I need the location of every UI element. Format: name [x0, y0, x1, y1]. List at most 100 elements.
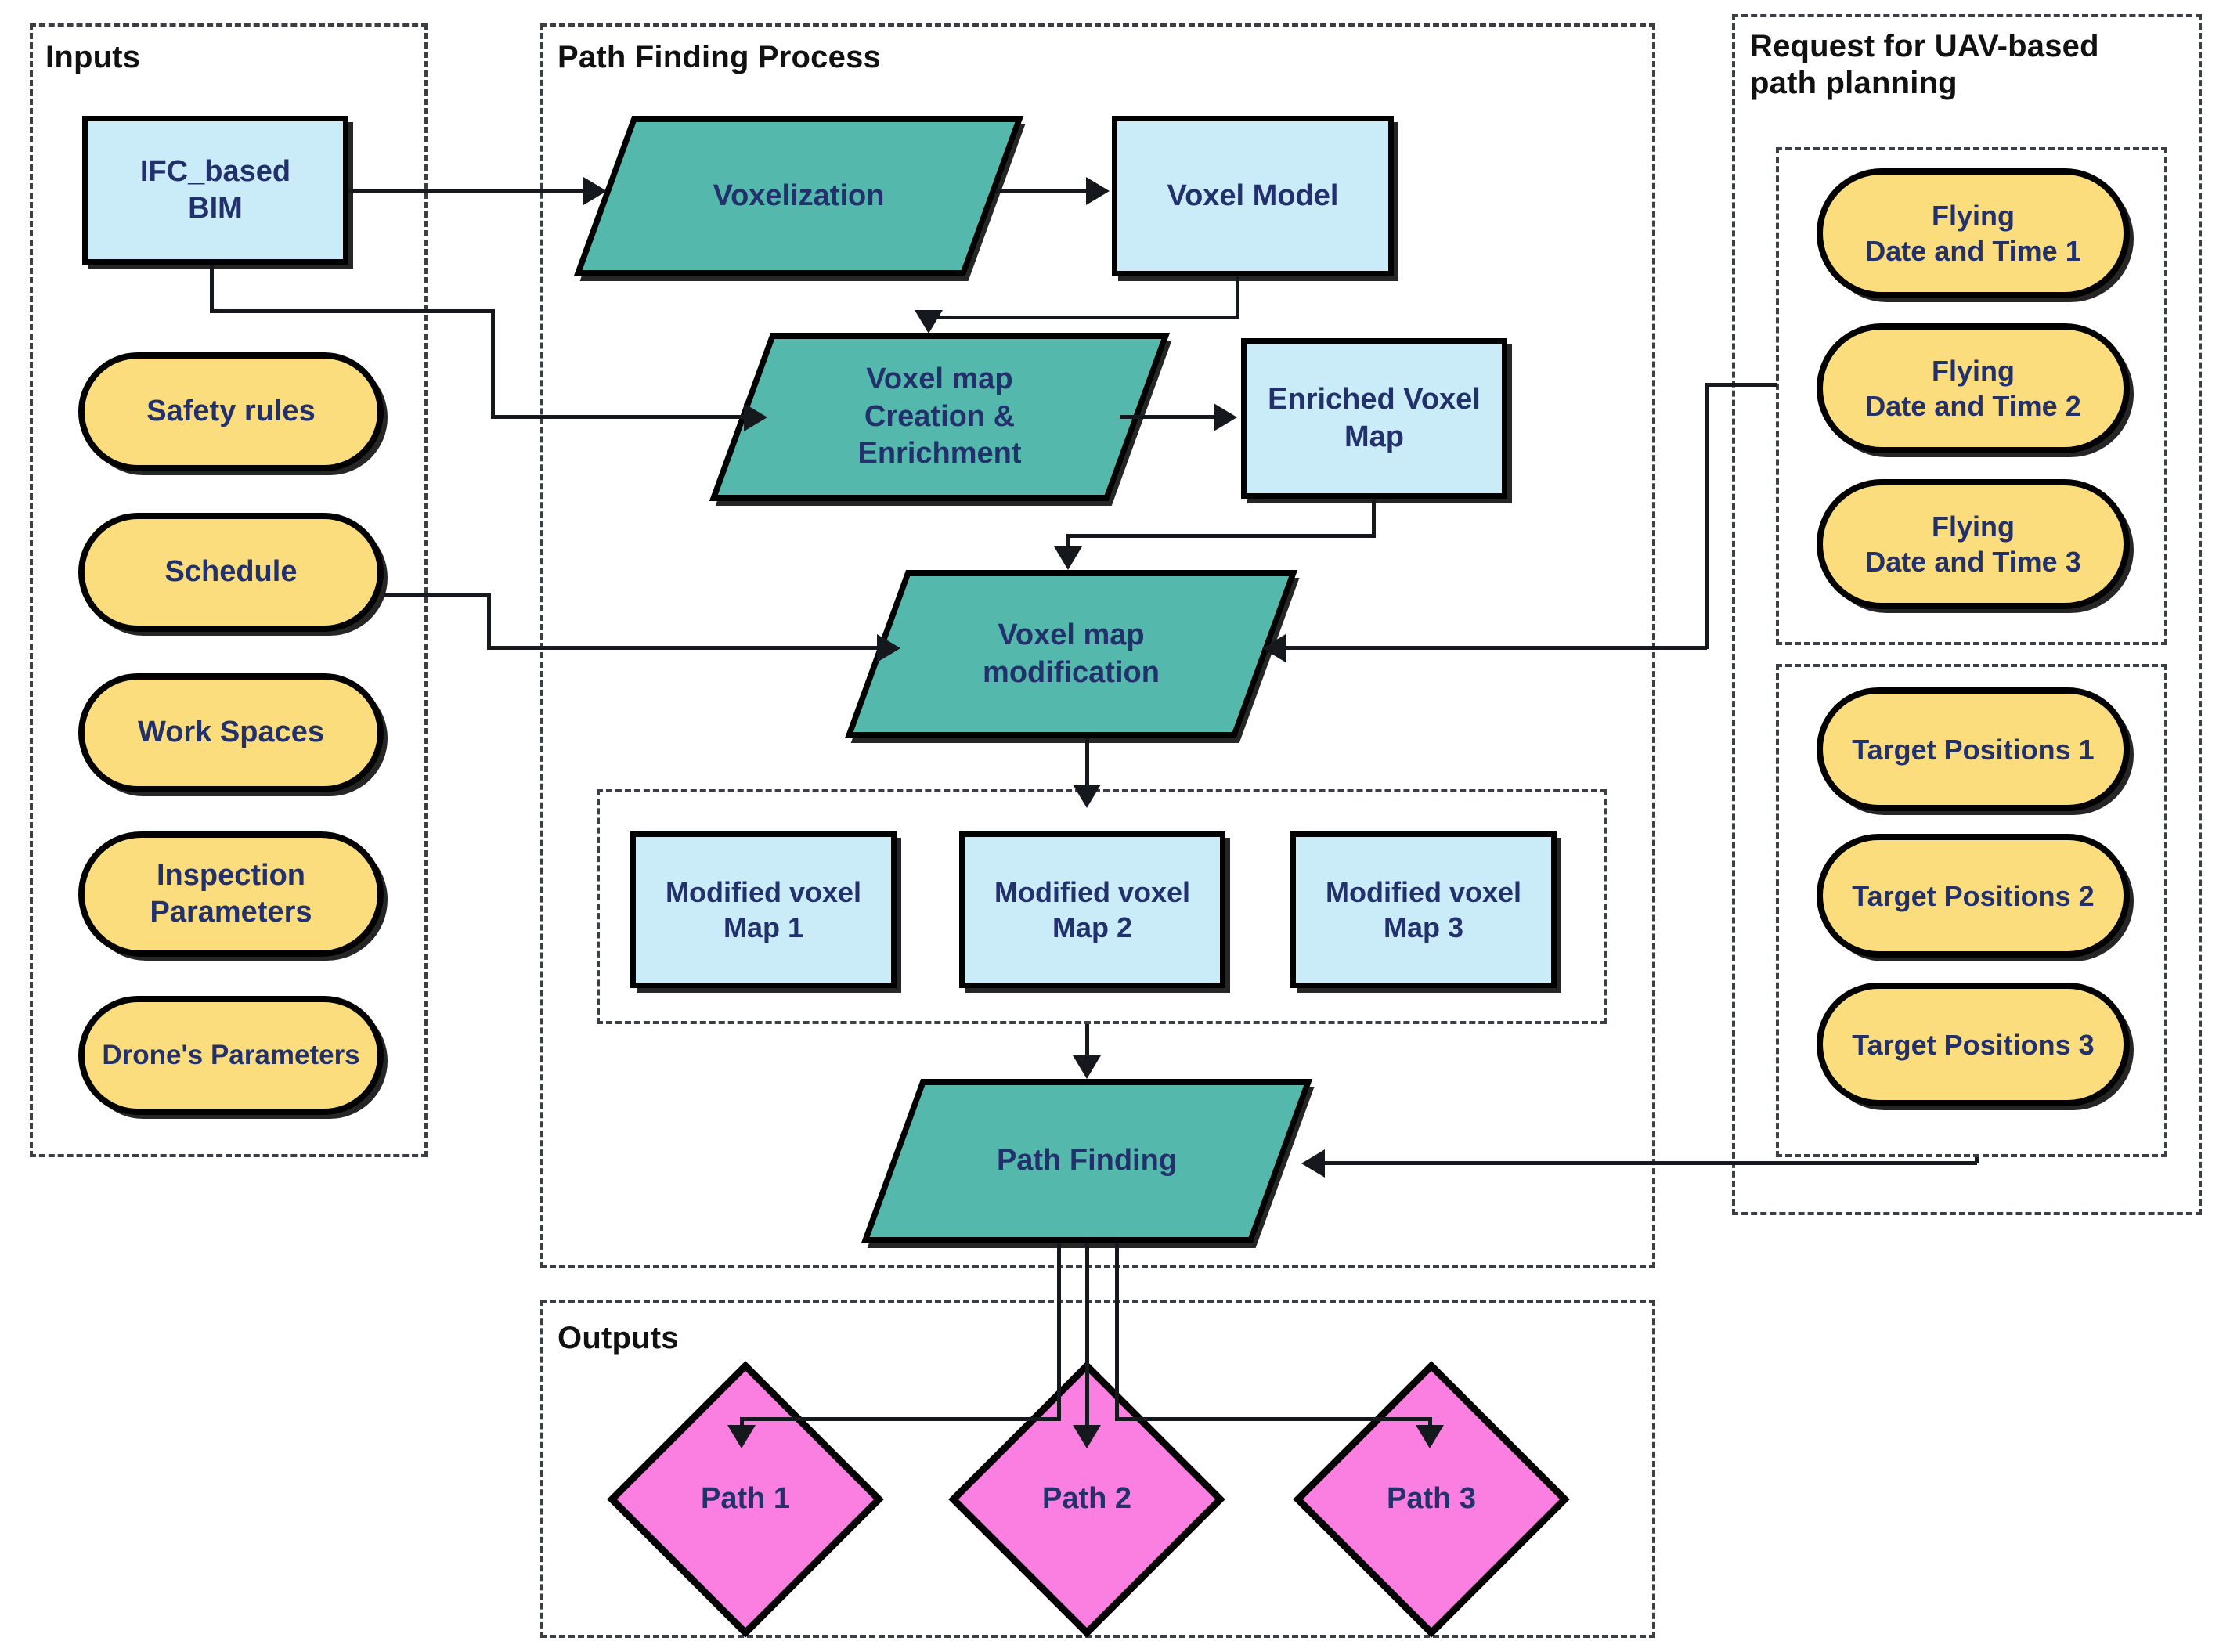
node-enriched-voxel-map-label: Enriched Voxel Map	[1268, 383, 1481, 453]
connector-flying-dates-left	[1705, 383, 1777, 387]
connector-voxel-model-left	[927, 316, 1239, 319]
arrowhead-modified-maps-in	[1073, 785, 1101, 808]
connector-path-finding-branch1-down	[1057, 1243, 1061, 1419]
connector-path1-down	[740, 1417, 744, 1431]
node-flying-date-time-1-label: Flying Date and Time 1	[1865, 200, 2081, 267]
connector-path-finding-branch3-right	[1115, 1417, 1432, 1421]
node-voxel-model[interactable]: Voxel Model	[1112, 116, 1394, 276]
arrowhead-voxel-map-creation-top	[915, 310, 943, 334]
node-target-positions-1[interactable]: Target Positions 1	[1817, 687, 2130, 811]
arrowhead-voxel-map-modification-right	[1262, 634, 1286, 662]
node-flying-date-time-1[interactable]: Flying Date and Time 1	[1817, 168, 2130, 298]
node-modified-voxel-map-2[interactable]: Modified voxel Map 2	[959, 831, 1225, 988]
node-voxel-model-label: Voxel Model	[1167, 179, 1339, 212]
node-path-2-label: Path 2	[1041, 1482, 1132, 1516]
arrowhead-voxel-map-creation-left	[744, 403, 767, 431]
node-inspection-parameters-label: Inspection Parameters	[150, 858, 312, 929]
connector-schedule-down	[487, 593, 491, 648]
connector-path-finding-branch2-down	[1085, 1243, 1089, 1431]
connector-schedule-to-modification	[487, 646, 879, 650]
node-modified-voxel-map-3[interactable]: Modified voxel Map 3	[1290, 831, 1557, 988]
node-drones-parameters[interactable]: Drone's Parameters	[78, 996, 384, 1115]
node-target-positions-1-label: Target Positions 1	[1852, 733, 2095, 766]
node-voxelization[interactable]: Voxelization	[573, 116, 1024, 276]
node-work-spaces[interactable]: Work Spaces	[78, 673, 384, 792]
node-voxel-map-modification-label: Voxel map modification	[983, 619, 1160, 689]
node-modified-voxel-map-1[interactable]: Modified voxel Map 1	[630, 831, 897, 988]
node-voxel-map-modification[interactable]: Voxel map modification	[844, 570, 1298, 738]
group-request-uav-path-planning	[1732, 14, 2202, 1215]
connector-schedule-right	[384, 593, 491, 597]
node-work-spaces-label: Work Spaces	[138, 716, 324, 749]
connector-voxelization-to-voxel-model	[996, 189, 1086, 193]
node-flying-date-time-2[interactable]: Flying Date and Time 2	[1817, 323, 2130, 453]
connector-flying-dates-down	[1705, 383, 1709, 649]
node-flying-date-time-2-label: Flying Date and Time 2	[1865, 355, 2081, 422]
node-enriched-voxel-map[interactable]: Enriched Voxel Map	[1241, 338, 1507, 499]
node-flying-date-time-3-label: Flying Date and Time 3	[1865, 510, 2081, 578]
connector-target-positions-left	[1323, 1161, 1977, 1165]
node-flying-date-time-3[interactable]: Flying Date and Time 3	[1817, 479, 2130, 609]
arrowhead-voxel-map-modification-left	[877, 634, 900, 662]
group-target-positions	[1776, 664, 2167, 1157]
group-outputs-title: Outputs	[558, 1321, 679, 1355]
group-inputs	[30, 23, 428, 1157]
arrowhead-path-finding-right	[1301, 1149, 1325, 1178]
node-path-finding-label: Path Finding	[996, 1144, 1178, 1178]
connector-path-finding-branch1-left	[740, 1417, 1061, 1421]
arrowhead-voxel-model-in	[1086, 177, 1110, 205]
group-inputs-title: Inputs	[45, 40, 141, 74]
group-flying-dates	[1776, 147, 2167, 645]
connector-creation-to-enriched	[1120, 415, 1214, 419]
node-schedule[interactable]: Schedule	[78, 513, 384, 632]
node-target-positions-2-label: Target Positions 2	[1852, 879, 2095, 912]
arrowhead-path-1-in	[727, 1425, 756, 1448]
node-path-3[interactable]: Path 3	[1267, 1361, 1596, 1638]
node-voxelization-label: Voxelization	[713, 179, 885, 212]
connector-bim-to-creation	[491, 415, 745, 419]
node-schedule-label: Schedule	[164, 555, 298, 589]
connector-path-finding-branch3-down	[1115, 1243, 1119, 1419]
node-target-positions-3[interactable]: Target Positions 3	[1817, 983, 2130, 1106]
arrowhead-path-3-in	[1416, 1425, 1444, 1448]
arrowhead-path-finding-top	[1073, 1055, 1101, 1079]
connector-bim-bottom-right	[210, 309, 493, 313]
node-modified-voxel-map-2-label: Modified voxel Map 2	[994, 876, 1191, 943]
connector-enriched-down	[1372, 499, 1376, 538]
group-outputs	[540, 1300, 1655, 1638]
node-path-finding[interactable]: Path Finding	[861, 1079, 1313, 1243]
node-voxel-map-creation-enrichment[interactable]: Voxel map Creation & Enrichment	[709, 333, 1171, 501]
node-ifc-based-bim-label: IFC_based BIM	[139, 154, 291, 225]
group-modified-voxel-maps	[597, 789, 1607, 1024]
connector-flying-dates-to-modification	[1284, 646, 1707, 650]
connector-modification-down	[1085, 738, 1089, 792]
connector-path3-down	[1428, 1417, 1432, 1431]
connector-target-positions-down	[1975, 1157, 1979, 1163]
arrowhead-voxel-map-modification-top	[1054, 546, 1082, 570]
node-modified-voxel-map-1-label: Modified voxel Map 1	[665, 876, 862, 943]
node-drones-parameters-label: Drone's Parameters	[102, 1040, 360, 1071]
node-safety-rules[interactable]: Safety rules	[78, 352, 384, 471]
group-path-finding-process-title: Path Finding Process	[558, 40, 881, 74]
node-ifc-based-bim[interactable]: IFC_based BIM	[82, 116, 348, 265]
group-request-uav-path-planning-title: Request for UAV-based path planning	[1750, 29, 2099, 101]
node-inspection-parameters[interactable]: Inspection Parameters	[78, 831, 384, 957]
node-target-positions-3-label: Target Positions 3	[1852, 1028, 2095, 1061]
arrowhead-voxelization-in	[583, 177, 607, 205]
node-voxel-map-creation-enrichment-label: Voxel map Creation & Enrichment	[857, 363, 1022, 471]
arrowhead-enriched-voxel-map-in	[1214, 403, 1237, 431]
node-path-1-label: Path 1	[700, 1482, 791, 1516]
node-path-3-label: Path 3	[1386, 1482, 1477, 1516]
node-target-positions-2[interactable]: Target Positions 2	[1817, 834, 2130, 958]
connector-voxel-model-down	[1236, 276, 1239, 319]
connector-bim-bottom-down2	[491, 309, 495, 419]
connector-bim-bottom-down	[210, 265, 214, 313]
node-path-1[interactable]: Path 1	[581, 1361, 910, 1638]
arrowhead-path-2-in	[1073, 1425, 1101, 1448]
connector-bim-to-voxelization	[348, 189, 583, 193]
node-safety-rules-label: Safety rules	[146, 395, 316, 428]
connector-enriched-left	[1066, 534, 1376, 538]
node-modified-voxel-map-3-label: Modified voxel Map 3	[1325, 876, 1522, 943]
connector-modified-maps-to-path-finding	[1085, 1024, 1089, 1062]
